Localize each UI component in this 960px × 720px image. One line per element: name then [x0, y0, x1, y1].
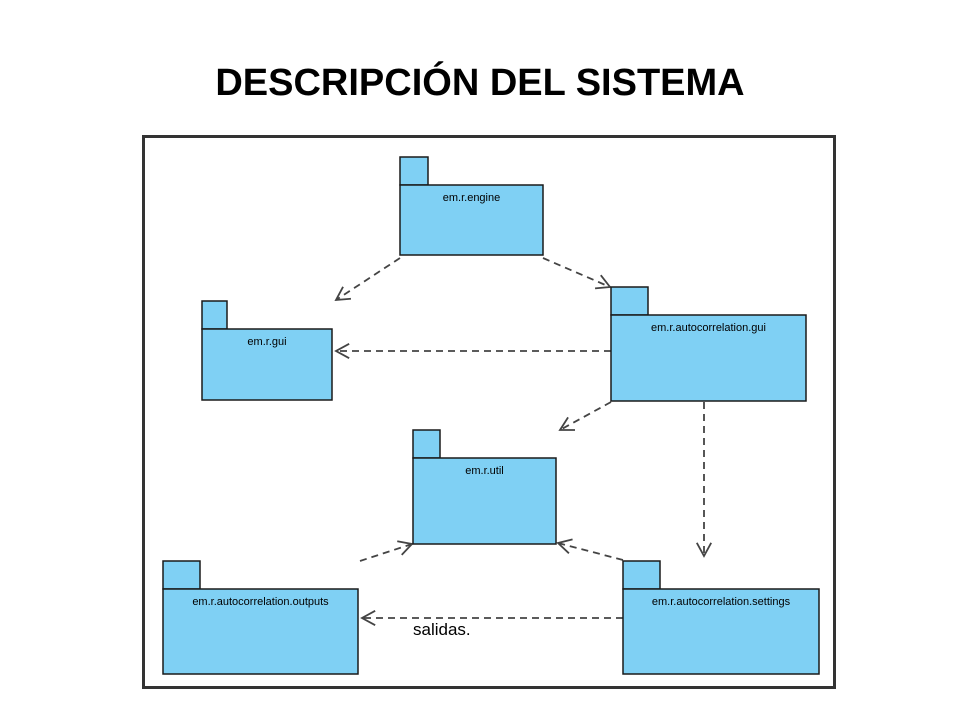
arrowhead-icon [334, 343, 350, 359]
dependency-settings-to-outputs [360, 610, 623, 626]
package-engine: em.r.engine [399, 156, 544, 256]
package-label: em.r.autocorrelation.settings [652, 596, 791, 608]
dependency-engine-to-autocorrelation_gui [542, 257, 612, 290]
dependency-autocorrelation_gui-to-gui [334, 343, 611, 359]
package-body [399, 184, 544, 256]
package-settings: em.r.autocorrelation.settings [622, 560, 820, 675]
dependency-line [359, 543, 413, 562]
package-body [610, 314, 807, 402]
dependency-autocorrelation_gui-to-util [558, 401, 612, 431]
package-label: em.r.gui [247, 336, 286, 348]
package-label: em.r.autocorrelation.gui [651, 322, 766, 334]
package-tab [162, 560, 201, 590]
arrowhead-icon [594, 274, 612, 290]
package-tab [201, 300, 228, 330]
dependency-outputs-to-util [359, 540, 414, 562]
package-label: em.r.util [465, 465, 504, 477]
arrowhead-icon [556, 538, 573, 554]
salidas-note: salidas. [413, 620, 471, 639]
dependency-settings-to-util [556, 538, 624, 561]
arrowhead-icon [696, 542, 712, 558]
dependency-engine-to-gui [334, 257, 401, 302]
package-outputs: em.r.autocorrelation.outputs [162, 560, 359, 675]
arrowhead-icon [334, 286, 352, 302]
package-body [622, 588, 820, 675]
package-gui: em.r.gui [201, 300, 333, 401]
slide-title: DESCRIPCIÓN DEL SISTEMA [215, 62, 745, 104]
dependency-line [542, 257, 611, 288]
package-autocorrelation-gui: em.r.autocorrelation.gui [610, 286, 807, 402]
package-tab [399, 156, 429, 186]
package-tab [412, 429, 441, 459]
package-util: em.r.util [412, 429, 557, 545]
package-body [201, 328, 333, 401]
dependency-layer [334, 257, 712, 626]
dependency-line [559, 401, 612, 431]
arrowhead-icon [558, 416, 576, 431]
arrowhead-icon [360, 610, 376, 626]
dependency-autocorrelation_gui-to-settings [696, 402, 712, 558]
dependency-line [335, 257, 401, 301]
package-body [162, 588, 359, 675]
package-label: em.r.engine [443, 192, 500, 204]
arrowhead-icon [397, 540, 414, 556]
package-label: em.r.autocorrelation.outputs [192, 596, 329, 608]
package-tab [622, 560, 661, 590]
package-tab [610, 286, 649, 316]
package-body [412, 457, 557, 545]
package-layer: em.r.engine em.r.gui em.r.autocorrelation.… [162, 156, 820, 675]
